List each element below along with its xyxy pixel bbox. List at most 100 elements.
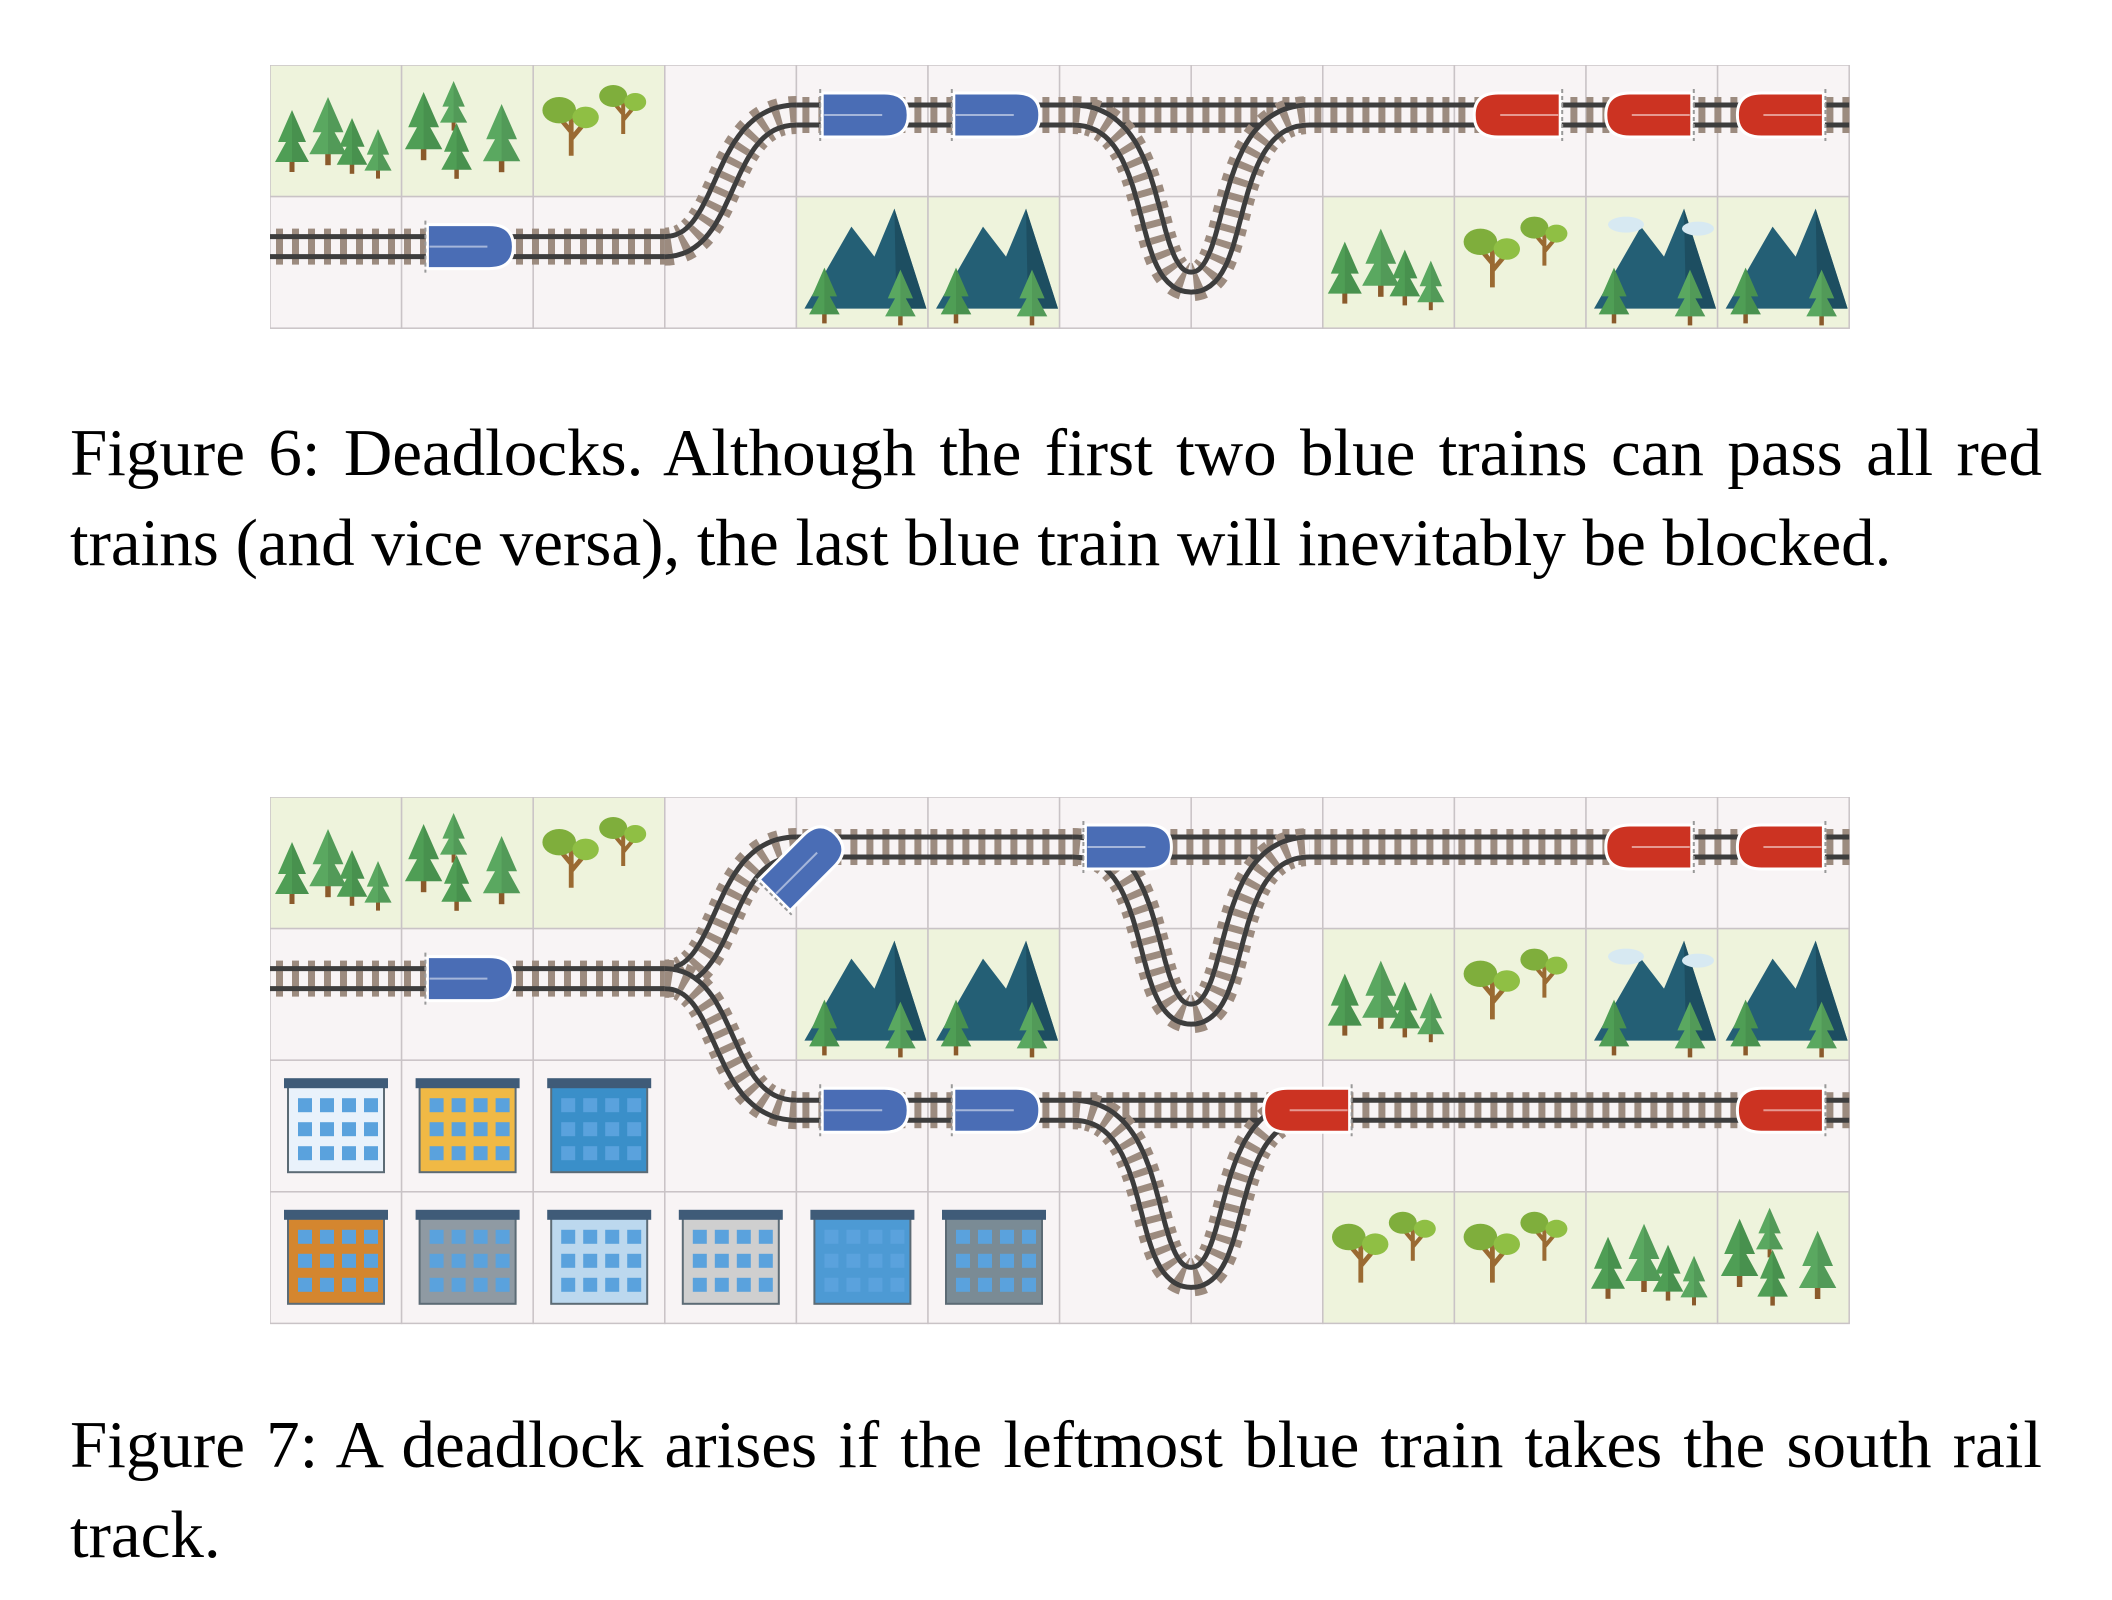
rail-tie [1170,97,1178,134]
rail-tie [1458,1092,1466,1129]
tree-icon [1417,260,1445,311]
rail-tie [1314,97,1322,134]
rail-ties-inner [664,107,797,255]
rail-tie [1682,1092,1690,1129]
rail-tie [1698,97,1706,134]
rail-tie [356,960,363,997]
rail-tie [532,228,539,265]
red-train [1472,89,1564,142]
rail-tie [1394,97,1402,134]
rail-tie [340,960,347,997]
rail-tie [1410,1092,1418,1129]
rail-tie [1170,829,1178,866]
rail-tie [1842,1092,1850,1129]
grid [270,65,1850,329]
rail-tie [1378,1092,1386,1129]
rail-tie [1186,829,1194,866]
tree-icon [1389,249,1421,306]
rail-tie [1330,829,1338,866]
rail-tie [324,960,331,997]
rail-tie [1362,97,1370,134]
tree-icon [440,81,468,131]
blue-train [1082,821,1173,874]
rail-tie [1362,1092,1370,1129]
rail-tie [1330,97,1338,134]
rail-tie [1426,829,1434,866]
tree-icon [1730,999,1761,1056]
tree-icon [275,110,309,172]
figure-6-caption: Figure 6: Deadlocks. Although the first … [70,416,2042,580]
rail-tie [930,97,938,134]
rail-tie [1394,829,1402,866]
rail-tie [866,829,874,866]
rail-tie [404,228,411,265]
rail-tie [1490,1092,1498,1129]
grid-cell [1322,1191,1456,1325]
rail-tie [276,228,283,265]
tree-icon [440,813,468,863]
tree-icon [1463,228,1520,288]
tree-icon [1598,999,1630,1056]
rail-tie [612,960,619,997]
rail-curve [1071,1091,1312,1297]
rail-tie [946,97,954,134]
rail-tie [1234,97,1242,134]
rail-tie [1490,829,1498,866]
rail-ties-inner [1072,1102,1311,1285]
tree-icon [482,104,521,173]
rail-tie [1378,97,1386,134]
blue-train [950,89,1042,142]
rail-tie [946,1092,954,1129]
tree-icon [1327,973,1362,1036]
tree-icon [1756,1207,1784,1258]
rail-tie [1234,829,1242,866]
grid-cell [1453,927,1587,1061]
tree-icon [809,999,840,1056]
rail-tie [1122,1092,1130,1129]
rail-tie [516,960,523,997]
grid-cell [270,195,403,329]
tree-icon [364,861,392,911]
rail-tie [1186,97,1194,134]
rail-tie [898,829,906,866]
grid-cell [270,927,403,1061]
rail-tie [612,228,619,265]
rail-tie [1058,829,1066,866]
rail-tie [1218,829,1226,866]
tree-icon [885,269,916,326]
rail-tie [962,829,970,866]
rail-tie [1250,829,1258,866]
tree-icon [364,129,392,179]
blue-train [950,1084,1042,1137]
rail-tie [644,960,651,997]
figure-7-caption: Figure 7: A deadlock arises if the leftm… [70,1408,2042,1572]
tree-icon [1388,1211,1436,1261]
rail-tie [930,1092,938,1129]
rail-tie [1730,97,1738,134]
rail-tie [420,228,427,265]
rail-tie [276,960,283,997]
rail-tie [1122,97,1130,134]
grid-cell [1453,1059,1587,1193]
tree-icon [885,1001,916,1058]
rail-curve [662,96,799,266]
rail-tie [1378,829,1386,866]
rail-tie [850,829,858,866]
grid-cell [664,195,798,329]
rail-tie [308,960,315,997]
rail-tie [1618,1092,1626,1129]
red-train [1735,89,1827,142]
coupler [754,877,793,916]
tree-icon [1389,981,1421,1038]
rail-tie [1042,1092,1050,1129]
rail-tie [1506,829,1514,866]
rail-tie [1714,1092,1722,1129]
tree-icon [1463,960,1520,1020]
rail-tie [1346,97,1354,134]
rail-tie [1218,1092,1226,1129]
rail-tie [1458,97,1466,134]
rail-tie [1826,829,1834,866]
blue-train [424,952,515,1005]
rail-tie [1842,97,1850,134]
rail-tie [292,960,299,997]
